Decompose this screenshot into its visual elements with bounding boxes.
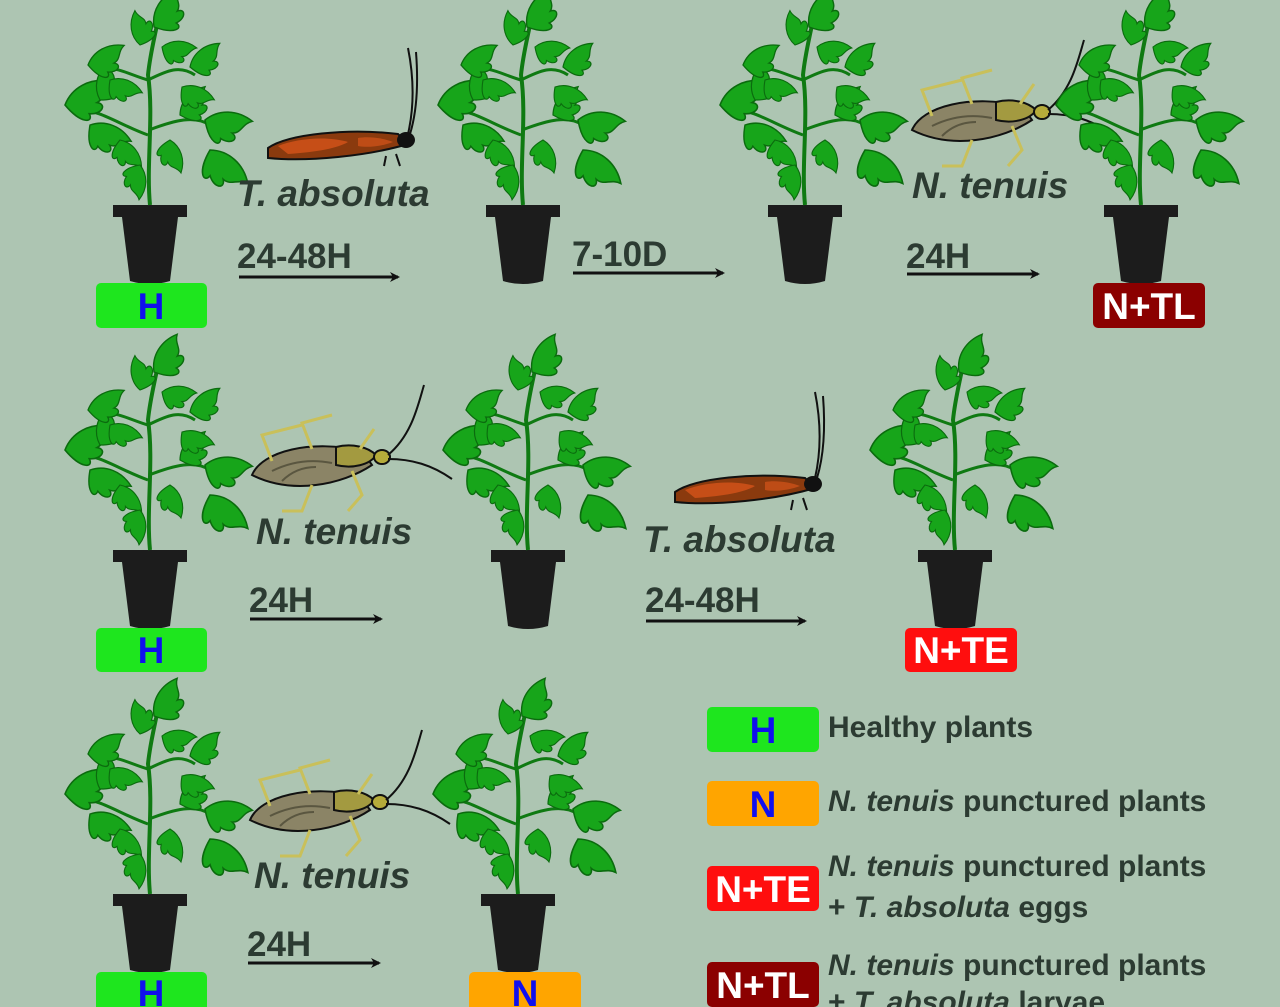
row-2: N. tenuis 24H T. absoluta 24-48H H N+TE	[62, 333, 1058, 672]
legend-text-part: larvae	[1010, 986, 1105, 1007]
legend-badge-label: N+TL	[716, 965, 810, 1006]
tomato-plant-icon	[867, 333, 1058, 629]
badge-label: H	[138, 630, 165, 671]
row-3: N. tenuis 24H H N	[62, 677, 621, 1007]
moth-icon	[675, 392, 824, 510]
insect-label: N. tenuis	[254, 855, 410, 896]
legend: H Healthy plants N N. tenuis punctured p…	[707, 707, 1206, 1007]
insect-label: T. absoluta	[237, 173, 430, 214]
legend-badge-label: N	[750, 784, 777, 825]
row-1: T. absoluta 24-48H 7-10D N. tenuis 24H H…	[62, 0, 1244, 328]
badge-label: H	[138, 973, 165, 1007]
tomato-plant-icon	[717, 0, 908, 284]
legend-text-part: N. tenuis	[828, 785, 955, 818]
insect-label: T. absoluta	[643, 519, 836, 560]
duration-label: 24H	[249, 581, 313, 620]
legend-text-part: N. tenuis	[828, 850, 955, 883]
tomato-plant-icon	[62, 333, 253, 629]
insect-label: N. tenuis	[256, 511, 412, 552]
legend-text-line2: + T. absoluta eggs	[828, 891, 1088, 924]
legend-text-part: eggs	[1010, 891, 1088, 924]
legend-text: Healthy plants	[828, 711, 1033, 744]
insect-label: N. tenuis	[912, 165, 1068, 206]
badge-label: N	[512, 973, 539, 1007]
bug-icon	[252, 385, 452, 511]
legend-badge-label: N+TE	[715, 869, 811, 910]
badge-label: N+TE	[913, 630, 1009, 671]
legend-text-part: punctured plants	[955, 850, 1207, 883]
tomato-plant-icon	[430, 677, 621, 973]
tomato-plant-icon	[62, 677, 253, 973]
legend-text-part: +	[828, 986, 854, 1007]
duration-label: 24H	[906, 237, 970, 276]
legend-text-part: T. absoluta	[854, 891, 1010, 924]
legend-text-part: punctured plants	[955, 785, 1207, 818]
duration-label: 24-48H	[237, 237, 352, 276]
legend-text-line2: + T. absoluta larvae	[828, 986, 1105, 1007]
legend-text-part: Healthy plants	[828, 711, 1033, 744]
duration-label: 7-10D	[572, 235, 667, 274]
legend-badge-label: H	[750, 710, 777, 751]
legend-text: N. tenuis punctured plants	[828, 949, 1206, 982]
badge-label: N+TL	[1102, 286, 1196, 327]
tomato-plant-icon	[1053, 0, 1244, 284]
duration-label: 24H	[247, 925, 311, 964]
bug-icon	[250, 730, 450, 856]
legend-text-part: N. tenuis	[828, 949, 955, 982]
legend-text: N. tenuis punctured plants	[828, 785, 1206, 818]
legend-text-part: +	[828, 891, 854, 924]
moth-icon	[268, 48, 417, 166]
duration-label: 24-48H	[645, 581, 760, 620]
badge-label: H	[138, 286, 165, 327]
legend-text-part: T. absoluta	[854, 986, 1010, 1007]
tomato-plant-icon	[62, 0, 253, 284]
legend-text-part: punctured plants	[955, 949, 1207, 982]
tomato-plant-icon	[440, 333, 631, 629]
legend-text: N. tenuis punctured plants	[828, 850, 1206, 883]
